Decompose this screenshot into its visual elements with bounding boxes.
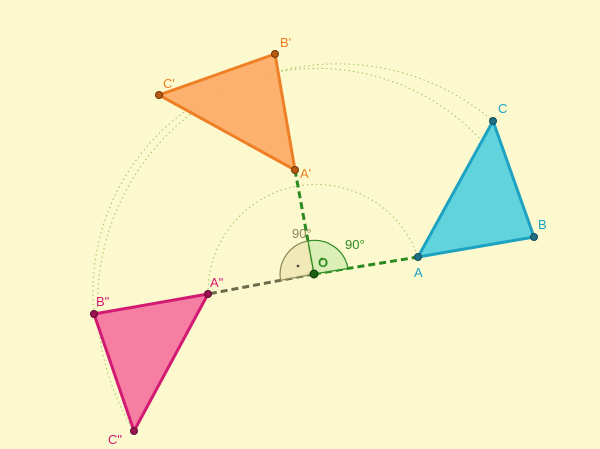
point-c: [489, 117, 497, 125]
point-b-prime: [271, 50, 279, 58]
label-o: O: [318, 255, 328, 270]
triangle-a-prime-b-prime-c-prime: [157, 52, 297, 172]
arc-point-a: [207, 183, 419, 295]
triangle-abc: [416, 119, 536, 259]
label-c-double-prime: C": [108, 432, 122, 447]
right-angle-dot-second: [296, 264, 300, 268]
angle-sector-first: [307, 239, 349, 275]
label-a-double-prime: A": [210, 275, 224, 290]
label-c: C: [498, 101, 507, 116]
angle-label-second: 90°: [292, 226, 312, 241]
label-a: A: [414, 265, 423, 280]
label-b-double-prime: B": [96, 294, 110, 309]
label-a-prime: A': [300, 166, 311, 181]
angle-sector-second: [279, 240, 315, 282]
point-o: [309, 269, 319, 279]
point-a-prime: [291, 166, 299, 174]
label-b-prime: B': [280, 35, 291, 50]
label-b: B: [538, 217, 547, 232]
point-a-double-prime: [204, 290, 212, 298]
point-b-double-prime: [90, 310, 98, 318]
angle-label-first: 90°: [345, 237, 365, 252]
right-angle-dot-first: [320, 257, 324, 261]
label-c-prime: C': [163, 76, 175, 91]
point-c-double-prime: [130, 427, 138, 435]
point-c-prime: [155, 91, 163, 99]
triangle-a-double-prime-b-double-prime-c-double-prime: [92, 292, 210, 433]
point-b: [530, 233, 538, 241]
point-a: [414, 253, 422, 261]
